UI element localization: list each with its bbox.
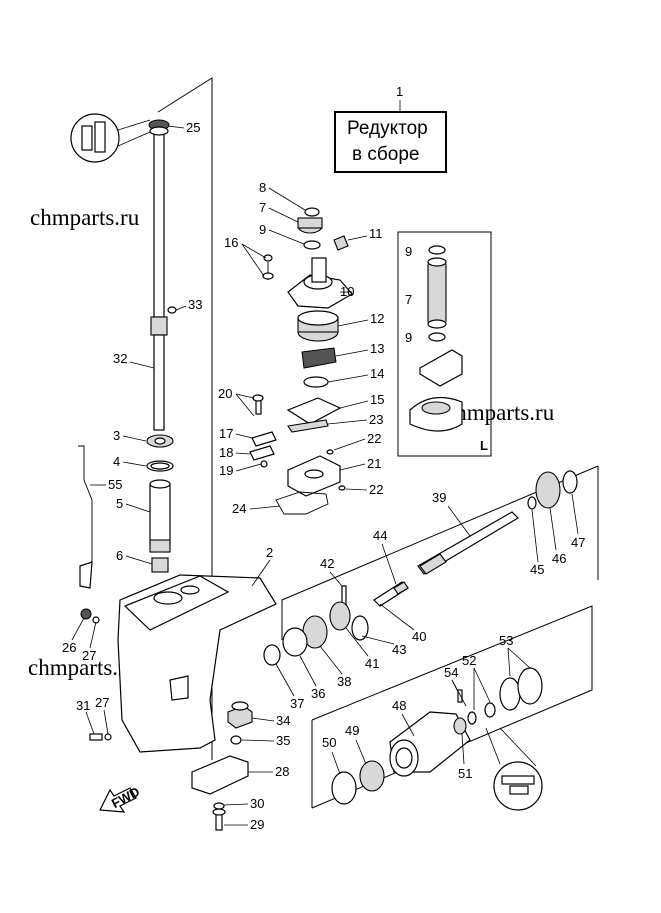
title-line-2: в сборе [352, 144, 419, 165]
callout-55: 55 [108, 477, 122, 492]
callout-28: 28 [275, 764, 289, 779]
callout-10: 10 [340, 284, 354, 299]
inset-callout-9a: 9 [405, 244, 412, 259]
callout-3: 3 [113, 428, 120, 443]
callout-21: 21 [367, 456, 381, 471]
watermark-1: chmparts.ru [30, 205, 140, 230]
callout-34: 34 [276, 713, 290, 728]
callout-29: 29 [250, 817, 264, 832]
bearing-seal-stack [146, 434, 174, 573]
callout-25: 25 [186, 120, 200, 135]
callout-38: 38 [337, 674, 351, 689]
callout-16: 16 [224, 235, 238, 250]
callout-40: 40 [412, 629, 426, 644]
callout-31: 31 [76, 698, 90, 713]
callout-5: 5 [116, 496, 123, 511]
callout-6: 6 [116, 548, 123, 563]
pinion-gear [227, 701, 253, 745]
callout-8: 8 [259, 180, 266, 195]
callout-15: 15 [370, 392, 384, 407]
shift-rod [78, 445, 93, 589]
callout-50: 50 [322, 735, 336, 750]
prop-shaft-housing-group [331, 667, 543, 811]
title-line-1: Редуктор [347, 118, 428, 139]
callout-27a: 27 [82, 648, 96, 663]
callout-14: 14 [370, 366, 384, 381]
callout-4: 4 [113, 454, 120, 469]
callout-32: 32 [113, 351, 127, 366]
callout-27b: 27 [95, 695, 109, 710]
propeller-shaft-group [263, 470, 578, 666]
callout-19: 19 [219, 463, 233, 478]
callout-9: 9 [259, 222, 266, 237]
assembly-title-box: 1 Редуктор в сборе [334, 84, 447, 173]
callout-49: 49 [345, 723, 359, 738]
callout-33: 33 [188, 297, 202, 312]
lower-casing [117, 574, 277, 753]
callout-17: 17 [219, 426, 233, 441]
callout-22a: 22 [367, 431, 381, 446]
callout-41: 41 [365, 656, 379, 671]
callout-36: 36 [311, 686, 325, 701]
inset-box-l: L 9 7 9 [397, 231, 492, 457]
fwd-label: FWD [109, 784, 142, 811]
callout-37: 37 [290, 696, 304, 711]
callout-13: 13 [370, 341, 384, 356]
callout-45: 45 [530, 562, 544, 577]
callout-23: 23 [369, 412, 383, 427]
callout-24: 24 [232, 501, 246, 516]
callout-51: 51 [458, 766, 472, 781]
inset-callout-9b: 9 [405, 330, 412, 345]
callout-52: 52 [462, 653, 476, 668]
callout-1: 1 [396, 84, 403, 99]
callout-47: 47 [571, 535, 585, 550]
callout-53: 53 [499, 633, 513, 648]
callout-20: 20 [218, 386, 232, 401]
callout-26: 26 [62, 640, 76, 655]
callout-43: 43 [392, 642, 406, 657]
drive-shaft-group [70, 113, 177, 431]
callout-48: 48 [392, 698, 406, 713]
callout-7: 7 [259, 200, 266, 215]
callout-46: 46 [552, 551, 566, 566]
callouts: 2 3 4 5 6 7 8 9 10 11 12 13 14 15 16 17 … [62, 120, 585, 832]
callout-22b: 22 [369, 482, 383, 497]
callout-44: 44 [373, 528, 387, 543]
callout-18: 18 [219, 445, 233, 460]
callout-35: 35 [276, 733, 290, 748]
inset-callout-7: 7 [405, 292, 412, 307]
callout-39: 39 [432, 490, 446, 505]
water-pump-assembly [249, 207, 353, 515]
anode-and-bolts [80, 608, 249, 831]
watermark-2: chmparts.ru [445, 400, 555, 425]
callout-54: 54 [444, 665, 458, 680]
inset-label: L [480, 438, 488, 453]
callout-12: 12 [370, 311, 384, 326]
callout-30: 30 [250, 796, 264, 811]
callout-11: 11 [369, 226, 383, 241]
callout-42: 42 [320, 556, 334, 571]
callout-2: 2 [266, 545, 273, 560]
fwd-arrow: FWD [99, 784, 142, 813]
